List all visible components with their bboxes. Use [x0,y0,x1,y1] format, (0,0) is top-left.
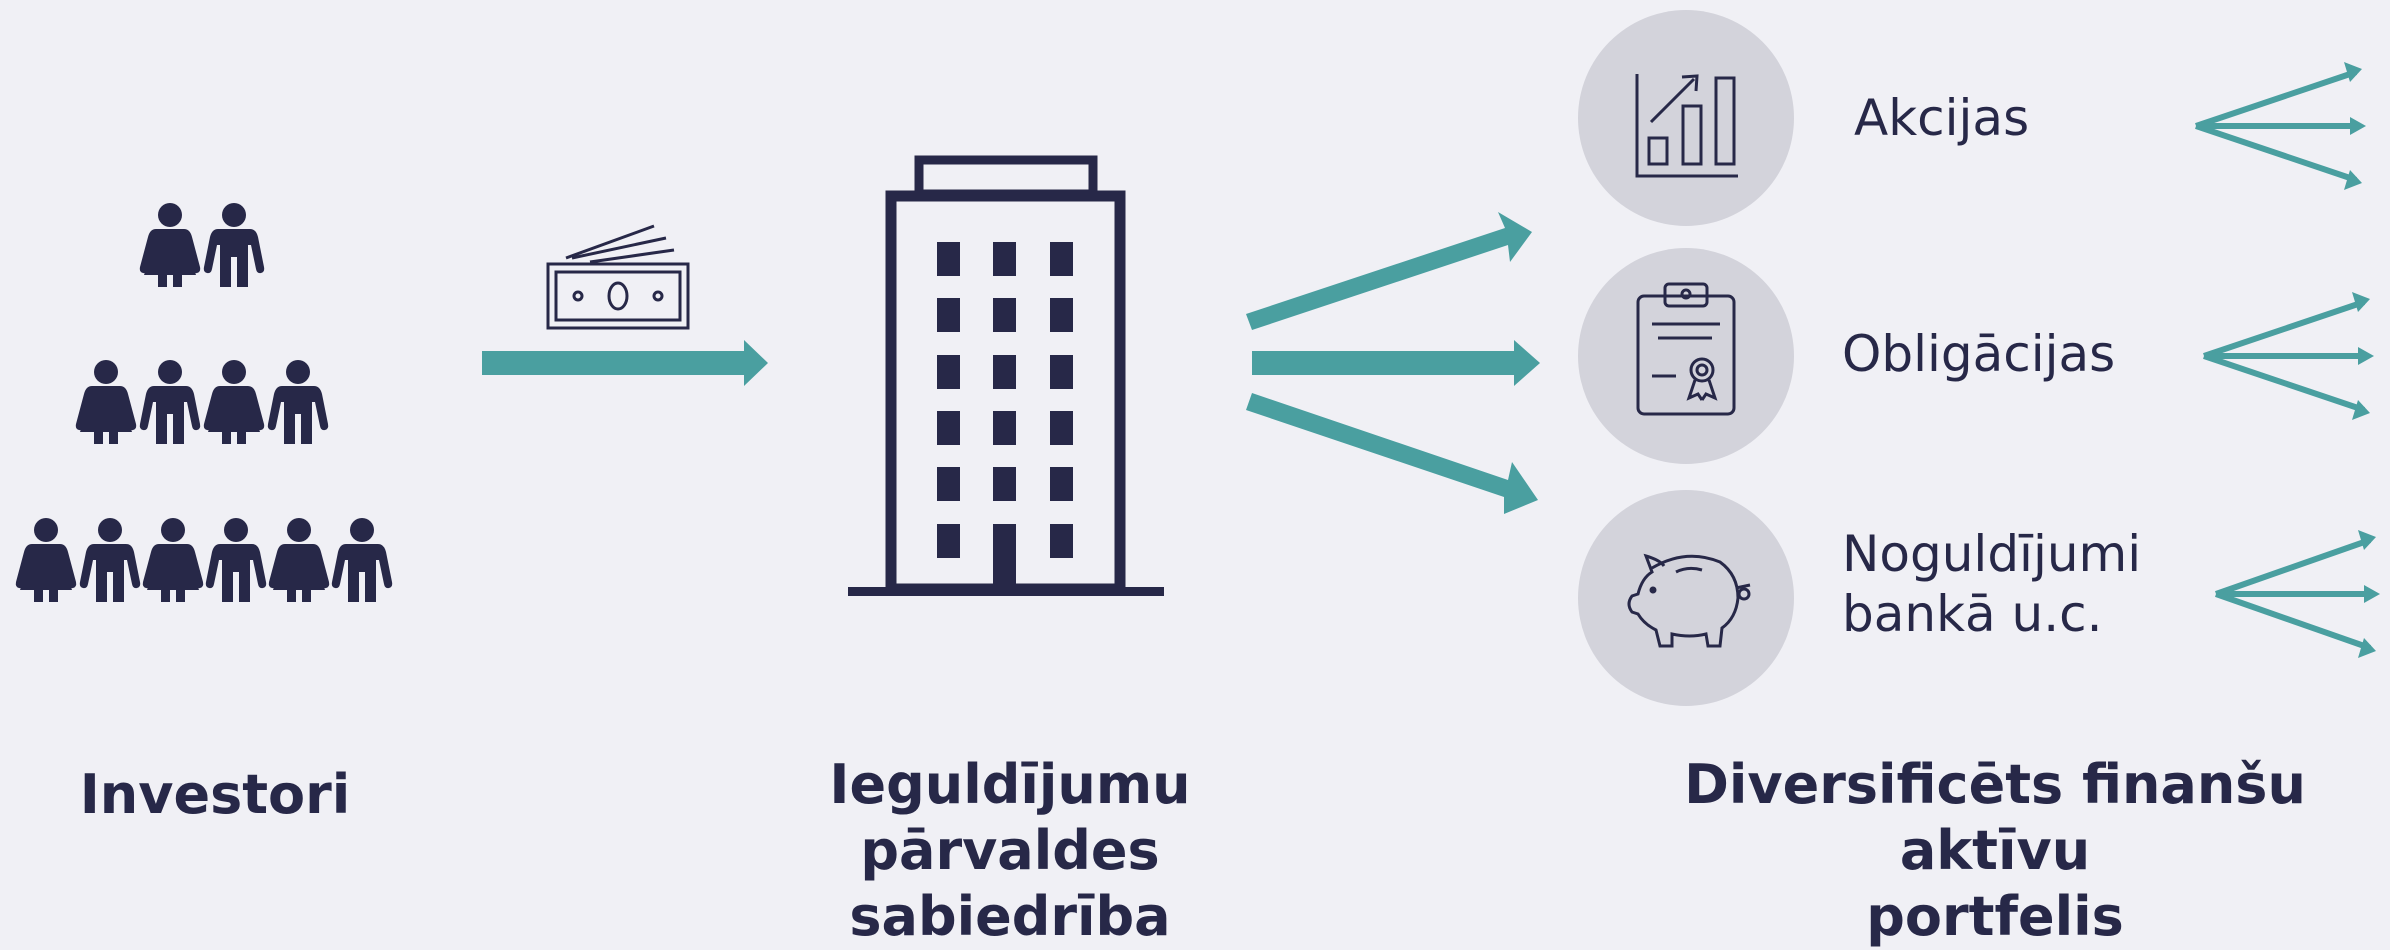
people-group-icon [15,203,393,602]
office-building-icon [848,155,1164,596]
asset-label-bonds: Obligācijas [1842,325,2116,383]
caption-portfolio-line1: Diversificēts finanšu aktīvu [1684,753,2306,882]
asset-circle-deposits [1578,490,1794,706]
fan-arrows-shares [2195,62,2366,190]
bar-chart-icon [1635,74,1738,178]
asset-label-deposits-line2: bankā u.c. [1842,585,2103,643]
banknotes-icon [546,224,690,330]
fan-arrows-deposits [2215,530,2380,658]
caption-management-company: Ieguldījumu pārvaldes sabiedrība [680,752,1340,950]
diagram-canvas [15,10,2380,706]
asset-label-deposits-line1: Noguldījumi [1842,525,2142,583]
arrows-company-to-assets [1246,212,1540,514]
caption-investors: Investori [79,763,351,826]
caption-management-company-line1: Ieguldījumu pārvaldes [829,753,1191,882]
certificate-icon [1636,282,1736,416]
fan-arrows-bonds [2203,292,2374,420]
asset-label-shares: Akcijas [1854,89,2030,147]
arrow-investors-to-company [482,340,768,386]
asset-label-deposits: Noguldījumi bankā u.c. [1842,524,2141,644]
caption-portfolio-line2: portfelis [1866,885,2124,948]
asset-circle-bonds [1578,248,1794,464]
caption-management-company-line2: sabiedrība [849,885,1171,948]
asset-circle-shares [1578,10,1794,226]
caption-portfolio: Diversificēts finanšu aktīvu portfelis [1610,752,2380,950]
piggy-bank-icon [1627,553,1751,648]
